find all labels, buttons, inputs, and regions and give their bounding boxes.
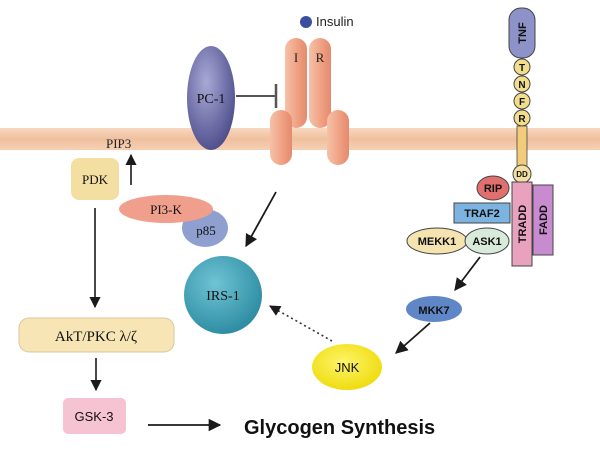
tnfr-bead-n-label: N [518, 80, 525, 91]
mkk7-node [406, 296, 462, 322]
rip-label: RIP [484, 183, 502, 195]
tnfr-bead-r-label: R [518, 114, 526, 125]
tnfr-stem [516, 125, 528, 167]
insulin-receptor: I R [270, 38, 349, 165]
fadd-node [532, 184, 554, 256]
tnf-label: TNF [517, 22, 529, 44]
traf2-node [453, 202, 511, 224]
tradd-label: TRADD [517, 205, 529, 244]
insulin-ligand [300, 16, 312, 28]
glycogen-synthesis-label: Glycogen Synthesis [244, 417, 435, 439]
mekk1-label: MEKK1 [418, 236, 457, 248]
pdk-label: PDK [82, 172, 109, 187]
pip3-label: PIP3 [106, 136, 131, 151]
pdk-node [71, 158, 119, 200]
fadd-label: FADD [538, 205, 550, 235]
tnfr-bead-t-label: T [519, 63, 525, 74]
arrow-jnk-to-irs1 [269, 305, 333, 342]
tradd-node [511, 181, 533, 267]
gsk3-label: GSK-3 [74, 409, 113, 424]
tnf-receptor-complex: TNF T N F R DD FADD TRADD RIP TRAF2 MEKK… [406, 7, 554, 267]
ask1-node [464, 227, 510, 255]
insulin-label: Insulin [316, 14, 354, 29]
arrow-ask1-to-mkk7 [454, 256, 481, 292]
tnfr-bead-n [513, 75, 531, 93]
rip-node [476, 175, 510, 201]
irs1-node [184, 256, 262, 334]
jnk-node [312, 344, 382, 390]
jnk-label: JNK [335, 360, 360, 375]
ir-label-i: I [294, 50, 298, 65]
akt-node [18, 317, 175, 353]
arrow-receptor-to-irs1 [245, 191, 277, 248]
ir-label-r: R [316, 50, 325, 65]
cell-membrane [0, 128, 600, 150]
tnfr-bead-t [513, 58, 531, 76]
arrow-mkk7-to-jnk [395, 322, 431, 354]
pc1-node [187, 46, 235, 150]
gsk3-node [63, 398, 126, 434]
ask1-label: ASK1 [472, 236, 501, 248]
tnfr-bead-f-label: F [519, 97, 525, 108]
mkk7-label: MKK7 [418, 305, 449, 317]
pi3k-node [119, 195, 213, 223]
tnfr-bead-f [513, 92, 531, 110]
dd-label: DD [516, 170, 528, 179]
tnf-ligand [508, 7, 536, 59]
traf2-label: TRAF2 [464, 208, 499, 220]
pc1-label: PC-1 [197, 92, 226, 107]
pi3k-label: PI3-K [150, 202, 182, 217]
p85-label: p85 [196, 223, 216, 238]
irs1-label: IRS-1 [206, 289, 239, 304]
akt-label: AkT/PKC λ/ζ [55, 329, 137, 345]
